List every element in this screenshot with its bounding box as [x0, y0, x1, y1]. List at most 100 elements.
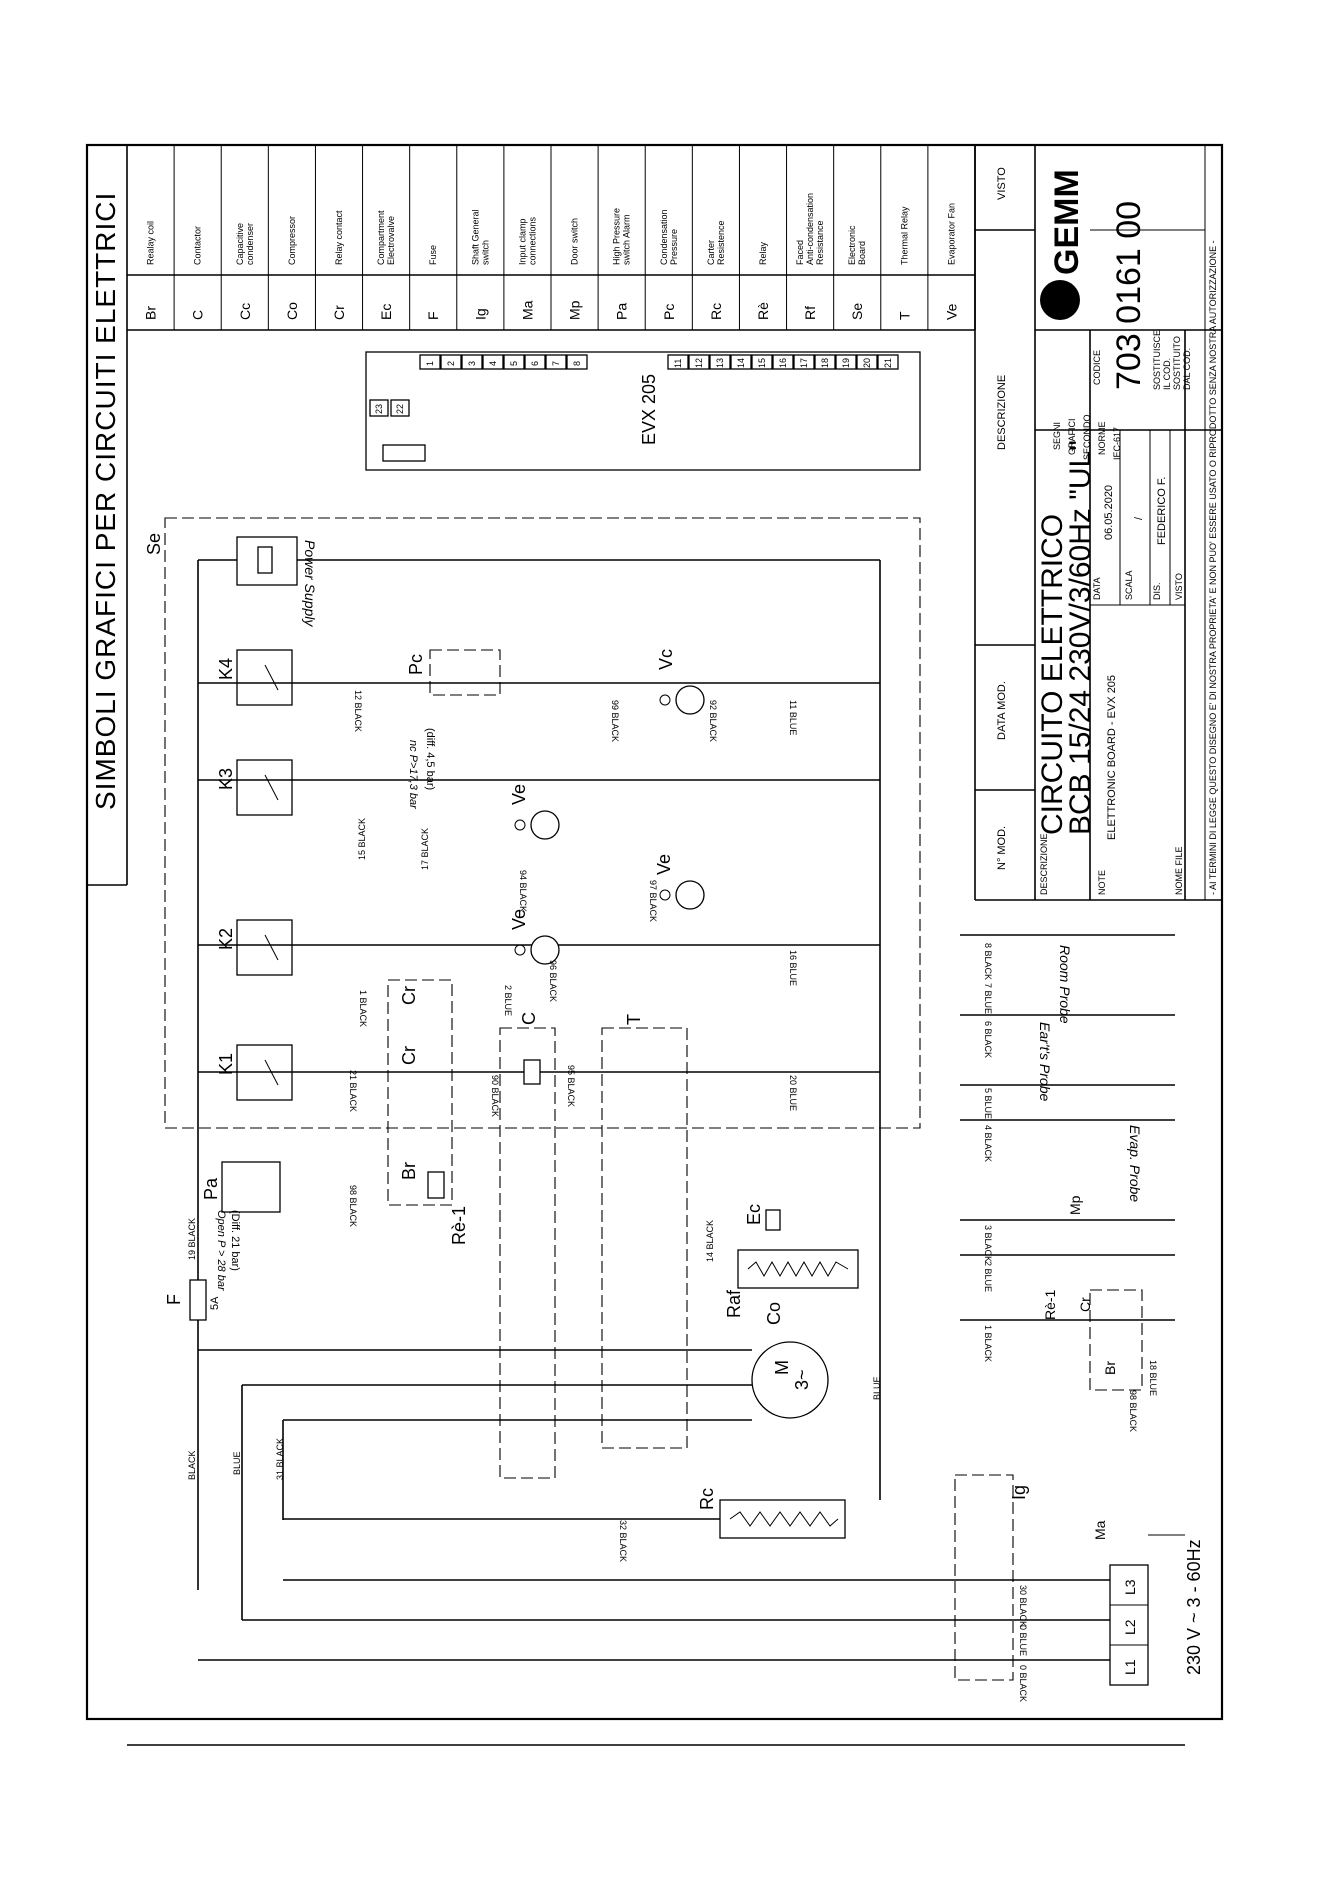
tb-dis-value: FEDERICO F.	[1156, 477, 1168, 545]
re1-label: Rè-1	[449, 1206, 469, 1245]
relay-label: K4	[216, 658, 236, 680]
legend-desc: connections	[527, 216, 537, 265]
legend-desc: Pressure	[669, 229, 679, 265]
tb-circ-2: BCB 15/24 230V/3/60Hz "UL"	[1064, 440, 1097, 835]
tb-codice-label: CODICE	[1092, 350, 1102, 385]
legend-desc: Resistence	[716, 220, 726, 265]
pc-note: nc P>17,3 bar	[407, 740, 419, 810]
legend-desc: Door switch	[570, 218, 580, 265]
wire-label: 99 BLACK	[610, 700, 620, 742]
wire-label: 17 BLACK	[420, 828, 430, 870]
legend-desc: Capacitive	[235, 223, 245, 265]
tb-data-mod: DATA MOD.	[996, 681, 1008, 740]
legend-desc: Electronic	[847, 225, 857, 265]
power-supply-label: Power Supply	[302, 540, 318, 627]
legend-desc: Electrovalve	[386, 216, 396, 265]
legend-code: F	[425, 311, 441, 320]
wire-label: 16 BLUE	[788, 950, 798, 986]
legend-desc: Thermal Relay	[899, 206, 909, 265]
tb-il-cod: IL COD.	[1162, 358, 1172, 390]
legend-desc: switch Alarm	[622, 214, 632, 265]
svg-text:L2: L2	[1122, 1619, 1138, 1635]
legend-desc: Relay	[758, 241, 768, 265]
board-terminal: 20	[862, 358, 872, 368]
legend-code: Ig	[472, 308, 488, 320]
gemm-logo: GEMM	[1040, 169, 1086, 320]
tb-dal-cod: DAL COD.	[1182, 348, 1192, 390]
legend-desc: Faced	[795, 240, 805, 265]
raf-label: Raf	[724, 1289, 744, 1318]
wire-label: 31 BLACK	[275, 1438, 285, 1480]
tb-dis-label: DIS.	[1152, 582, 1162, 600]
c-label: C	[519, 1012, 539, 1025]
ma-label: Ma	[1092, 1520, 1108, 1540]
board-terminal: 16	[778, 358, 788, 368]
wire-label: 18 BLUE	[1148, 1360, 1158, 1396]
wire-label: 97 BLACK	[648, 880, 658, 922]
board-terminal: 11	[673, 359, 683, 368]
supply-label: 230 V ~ 3 - 60Hz	[1184, 1539, 1204, 1675]
cr-label-1: Cr	[399, 986, 419, 1005]
board-terminal: 6	[530, 361, 540, 366]
wire-label: 92 BLACK	[708, 700, 718, 742]
tb-sostituisce: SOSTITUISCE	[1152, 330, 1162, 390]
fan-icon	[659, 889, 671, 901]
t-label: T	[624, 1014, 644, 1025]
wire-label: BLUE	[872, 1376, 882, 1400]
relay-box	[236, 919, 293, 976]
fan-motor	[530, 810, 560, 840]
pa-diff: (Diff. 21 bar)	[229, 1210, 241, 1271]
relay-box	[236, 649, 293, 706]
legend-code: Cr	[331, 305, 347, 320]
pa-label: Pa	[201, 1177, 221, 1200]
tb-circ-1: CIRCUITO ELETTRICO	[1036, 514, 1069, 835]
probe-wire-label: 8 BLACK	[983, 943, 993, 980]
legend-desc: Compartment	[376, 210, 386, 265]
svg-text:L3: L3	[1122, 1579, 1138, 1595]
board-terminal: 1	[425, 361, 435, 366]
tb-note-label: NOTE	[1097, 870, 1107, 895]
br-label-2: Br	[1102, 1361, 1118, 1375]
tb-footer: - AI TERMINI DI LEGGE QUESTO DISEGNO E' …	[1208, 240, 1218, 895]
board-terminal: 19	[841, 358, 851, 368]
ve-label: Ve	[654, 854, 674, 875]
pa-note: Open P > 28 bar	[215, 1210, 227, 1292]
tb-descrizione: DESCRIZIONE	[996, 375, 1008, 450]
wire-label: 21 BLACK	[348, 1070, 358, 1112]
board-terminal: 4	[488, 361, 498, 366]
fuse-rating: 5A	[209, 1296, 221, 1310]
se-label: Se	[144, 533, 164, 555]
legend-code: Mp	[567, 300, 583, 320]
legend-code: Co	[284, 302, 300, 320]
board-label: EVX 205	[639, 374, 659, 445]
board-terminal: 21	[883, 358, 893, 368]
svg-text:L1: L1	[1122, 1659, 1138, 1675]
fan-icon	[514, 944, 526, 956]
relay-label: K3	[216, 768, 236, 790]
br-label: Br	[399, 1162, 419, 1180]
tb-codice: 703 0161 00	[1110, 201, 1148, 390]
probe-wire-label: 6 BLACK	[983, 1021, 993, 1058]
motor-label: M	[772, 1360, 792, 1375]
board-terminal: 18	[820, 358, 830, 368]
legend-code: Ve	[943, 303, 959, 320]
board-terminal: 5	[509, 361, 519, 366]
wire-label: 12 BLACK	[353, 690, 363, 732]
pc-label: Pc	[406, 654, 426, 675]
wire-label: 19 BLACK	[187, 1218, 197, 1260]
probe-wire-label: 3 BLACK	[983, 1225, 993, 1262]
legend-desc: Carter	[706, 240, 716, 265]
tb-segni-1: SEGNI	[1052, 422, 1062, 450]
motor-phase: 3~	[792, 1369, 812, 1390]
board-terminal: 15	[757, 358, 767, 368]
legend-desc: Condensation	[659, 209, 669, 265]
board-terminal: 13	[715, 358, 725, 368]
se-outline	[164, 517, 921, 1129]
legend-desc: Input clamp	[517, 218, 527, 265]
outer-frame	[85, 143, 1224, 1721]
wire-label: 11 BLUE	[788, 700, 798, 735]
legend-code: Br	[143, 306, 159, 320]
probe-wire-label: 1 BLACK	[983, 1325, 993, 1362]
board-terminal: 14	[736, 358, 746, 368]
